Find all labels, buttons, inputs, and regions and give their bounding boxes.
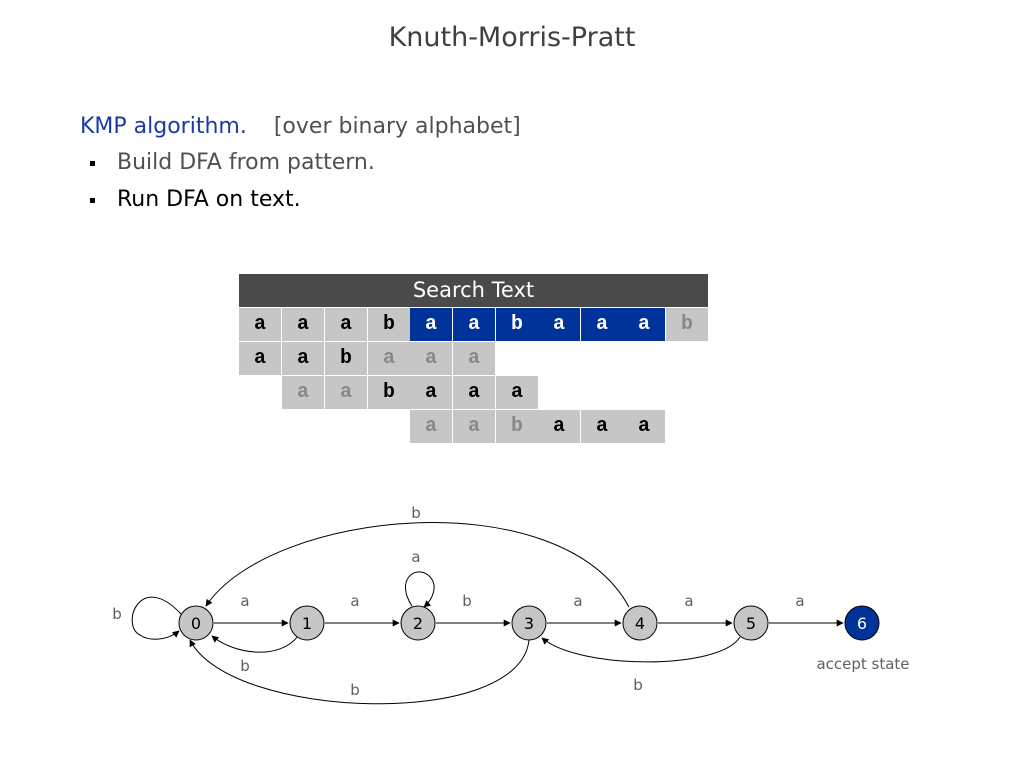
- state-label: 0: [191, 614, 201, 633]
- search-text-header: Search Text: [239, 274, 708, 307]
- text-char: a: [282, 308, 324, 341]
- pattern-char: a: [410, 342, 452, 375]
- state-2: [400, 605, 436, 641]
- edge-label: a: [684, 592, 693, 610]
- edge-label: b: [633, 676, 643, 694]
- bullet-icon: [90, 197, 95, 203]
- state-0: [178, 605, 214, 641]
- state-1: [289, 605, 325, 641]
- edge-5-3: [541, 636, 741, 663]
- pattern-char: b: [325, 342, 367, 375]
- pattern-char: a: [581, 410, 623, 443]
- bullet-icon: [90, 160, 95, 166]
- edge-label: b: [112, 605, 122, 623]
- edge-self-2: [405, 571, 435, 608]
- edge-label: a: [350, 592, 359, 610]
- edge-4-0: [205, 522, 630, 608]
- pattern-char: a: [410, 376, 452, 409]
- edge-label: b: [411, 504, 421, 522]
- text-char: b: [368, 308, 410, 341]
- pattern-char: a: [453, 376, 495, 409]
- edge-1-0: [211, 635, 299, 653]
- edge-label: a: [240, 592, 249, 610]
- alphabet-note: [over binary alphabet]: [273, 114, 521, 139]
- pattern-char: a: [282, 342, 324, 375]
- pattern-char: b: [496, 410, 538, 443]
- edge-label: a: [573, 592, 582, 610]
- bullet-text: Build DFA from pattern.: [117, 150, 375, 175]
- pattern-char: a: [496, 376, 538, 409]
- accept-state-label: accept state: [816, 655, 909, 673]
- text-char-match: b: [496, 308, 538, 341]
- edge-label: b: [240, 657, 250, 675]
- bullet-build-dfa: Build DFA from pattern.: [90, 150, 375, 175]
- text-char-match: a: [410, 308, 452, 341]
- pattern-char: b: [368, 376, 410, 409]
- pattern-char: a: [282, 376, 324, 409]
- pattern-char: a: [453, 410, 495, 443]
- bullet-run-dfa: Run DFA on text.: [90, 187, 301, 212]
- text-char-match: a: [538, 308, 580, 341]
- state-label: 2: [413, 614, 423, 633]
- state-5: [733, 605, 769, 641]
- state-label: 1: [302, 614, 312, 633]
- pattern-char: a: [623, 410, 665, 443]
- state-label: 6: [857, 614, 867, 633]
- text-char: b: [666, 308, 708, 341]
- edge-label: b: [350, 681, 360, 699]
- pattern-char: a: [538, 410, 580, 443]
- state-label: 3: [524, 614, 534, 633]
- text-char: a: [325, 308, 367, 341]
- pattern-char: a: [368, 342, 410, 375]
- edge-label: b: [462, 592, 472, 610]
- text-char-match: a: [453, 308, 495, 341]
- text-char-match: a: [581, 308, 623, 341]
- pattern-char: a: [239, 342, 281, 375]
- pattern-char: a: [410, 410, 452, 443]
- bullet-text: Run DFA on text.: [117, 187, 301, 212]
- page-title: Knuth-Morris-Pratt: [388, 22, 636, 53]
- state-3: [511, 605, 547, 641]
- state-4: [622, 605, 658, 641]
- edge-label: a: [411, 548, 420, 566]
- state-6-accept: [844, 605, 880, 641]
- heading: KMP algorithm. [over binary alphabet]: [80, 114, 521, 139]
- state-label: 4: [635, 614, 645, 633]
- edge-label: a: [795, 592, 804, 610]
- text-char: a: [239, 308, 281, 341]
- pattern-char: a: [453, 342, 495, 375]
- pattern-char: a: [325, 376, 367, 409]
- edge-self-0: [131, 596, 182, 640]
- kmp-label: KMP algorithm.: [80, 114, 247, 139]
- state-label: 5: [746, 614, 756, 633]
- edge-3-0: [189, 639, 530, 705]
- text-char-match: a: [623, 308, 665, 341]
